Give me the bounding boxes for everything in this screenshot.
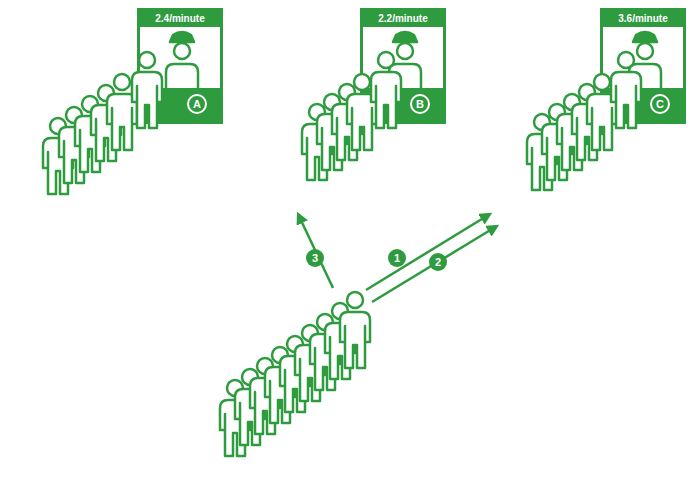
service-booth: A 2.4/minute [137,8,223,124]
person-icon [611,52,641,128]
person-icon [587,74,617,150]
officer-icons [166,32,661,91]
person-icon [557,94,587,170]
person-icon [340,292,370,368]
queue-c [527,52,641,190]
rate-label: 3.6/minute [603,11,683,27]
person-icon [220,380,250,456]
person-icon [280,336,310,412]
person-icon [265,347,295,423]
officer-icon [166,32,198,91]
person-icon [347,74,377,150]
person-icon [310,314,340,390]
rate-label: 2.2/minute [363,11,443,27]
person-icon [302,104,332,180]
person-icon [371,52,401,128]
person-icon [75,96,105,172]
route-arrows [298,214,497,302]
route-arrow [372,226,497,302]
booth-letter: B [410,94,430,114]
booth-letter: C [650,94,670,114]
callout-number: 1 [388,249,406,267]
person-icon [542,104,572,180]
booth-letter: A [187,94,207,114]
route-arrow [366,214,490,290]
person-icon [250,358,280,434]
callout-number: 2 [429,253,447,271]
person-icon [317,94,347,170]
person-icon [235,369,265,445]
person-icon [43,118,73,194]
route-arrow [298,214,333,288]
person-icon [295,325,325,401]
queue-a [43,52,162,194]
person-icon [91,85,121,161]
rate-label: 2.4/minute [140,11,220,27]
person-icon [59,107,89,183]
booth-counter: C [600,88,686,124]
person-icon [325,303,355,379]
queue-b [302,52,401,180]
booth-counter: A [137,88,223,124]
service-booth: C 3.6/minute [600,8,686,124]
person-icon [572,84,602,160]
officer-icon [389,32,421,91]
person-icon [332,84,362,160]
service-booth: B 2.2/minute [360,8,446,124]
person-icon [527,114,557,190]
person-icon [107,74,137,150]
person-icon [132,52,162,128]
waiting-crowd [220,292,370,456]
callout-number: 3 [306,249,324,267]
booth-counter: B [360,88,446,124]
officer-icon [629,32,661,91]
